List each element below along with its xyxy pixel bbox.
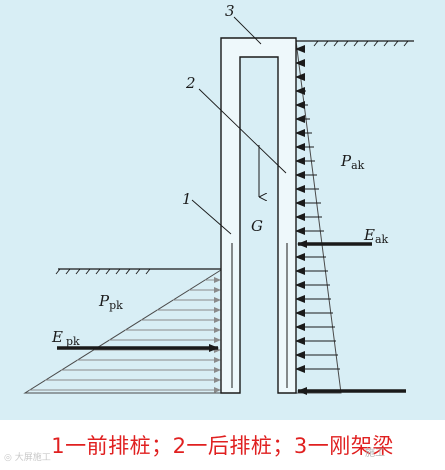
front-pile-label: 1 bbox=[182, 190, 192, 208]
ground-right bbox=[296, 40, 414, 47]
figure-caption: 1一前排桩；2一后排桩；3一刚架梁 bbox=[0, 420, 445, 470]
rear-pile-label: 2 bbox=[185, 74, 196, 92]
active-pressure-label: Pak bbox=[340, 152, 365, 172]
watermark-right: 施工 bbox=[365, 448, 385, 459]
passive-pressure-diagram bbox=[23, 269, 222, 394]
gravity-label: G bbox=[251, 217, 263, 235]
active-resultant-label: Eak bbox=[363, 226, 389, 246]
watermark-left: ◎ 大屏施工 bbox=[4, 453, 51, 463]
frame-beam-label: 3 bbox=[225, 2, 235, 20]
ground-left-excavation bbox=[55, 268, 221, 275]
active-pressure-diagram bbox=[295, 40, 342, 394]
label-leader-lines bbox=[191, 16, 287, 235]
pile-frame bbox=[220, 37, 297, 394]
passive-pressure-label: Ppk bbox=[98, 292, 123, 312]
